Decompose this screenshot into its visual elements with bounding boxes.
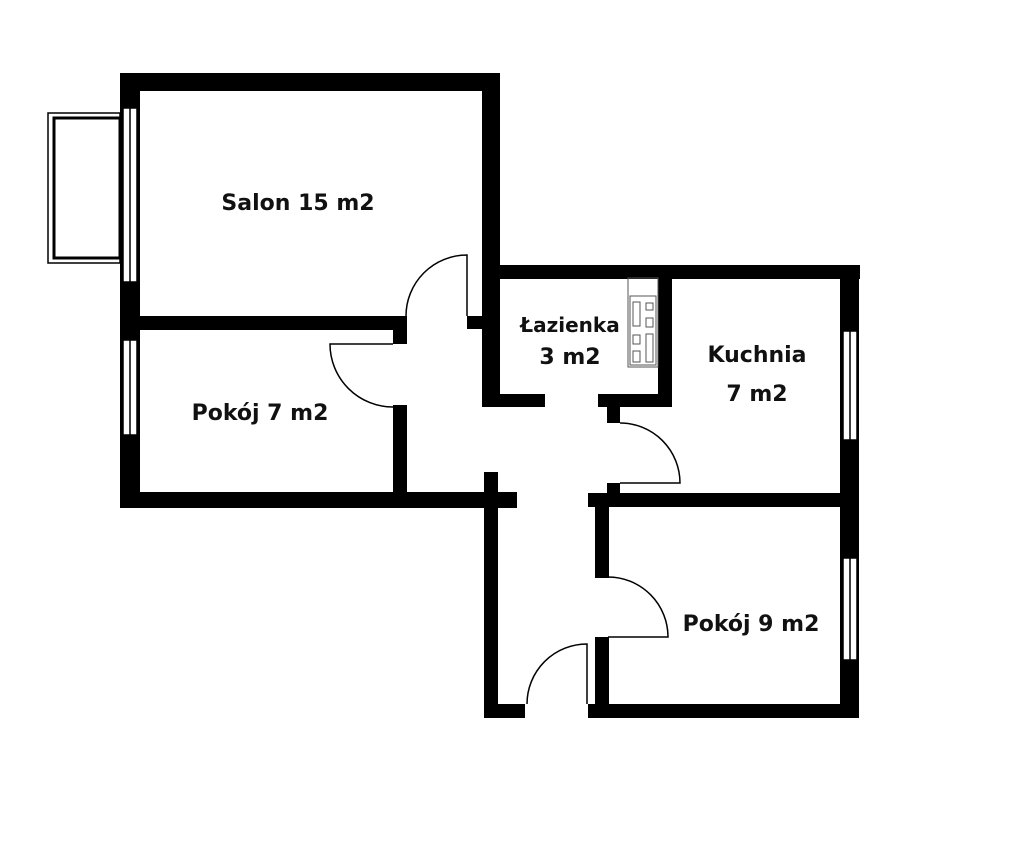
salon-door <box>405 254 468 317</box>
kuchnia-label: Kuchnia <box>707 343 806 368</box>
balcony <box>47 112 122 264</box>
room-labels: Salon 15 m2 Pokój 7 m2 Łazienka 3 m2 Kuc… <box>192 191 820 637</box>
kitchen-stove-fixture <box>627 277 659 368</box>
pokoj-7-door <box>329 343 394 408</box>
pokoj-9-door <box>607 576 669 638</box>
kuchnia-area: 7 m2 <box>726 382 787 407</box>
kitchen-door <box>619 422 681 484</box>
salon-label: Salon 15 m2 <box>221 191 374 216</box>
pokoj-9-label: Pokój 9 m2 <box>683 612 820 637</box>
lazienka-area: 3 m2 <box>539 345 600 370</box>
pokoj-7-label: Pokój 7 m2 <box>192 401 329 426</box>
lazienka-label: Łazienka <box>519 313 619 337</box>
windows <box>122 107 858 661</box>
entrance-door <box>526 643 588 705</box>
doors <box>329 254 681 705</box>
